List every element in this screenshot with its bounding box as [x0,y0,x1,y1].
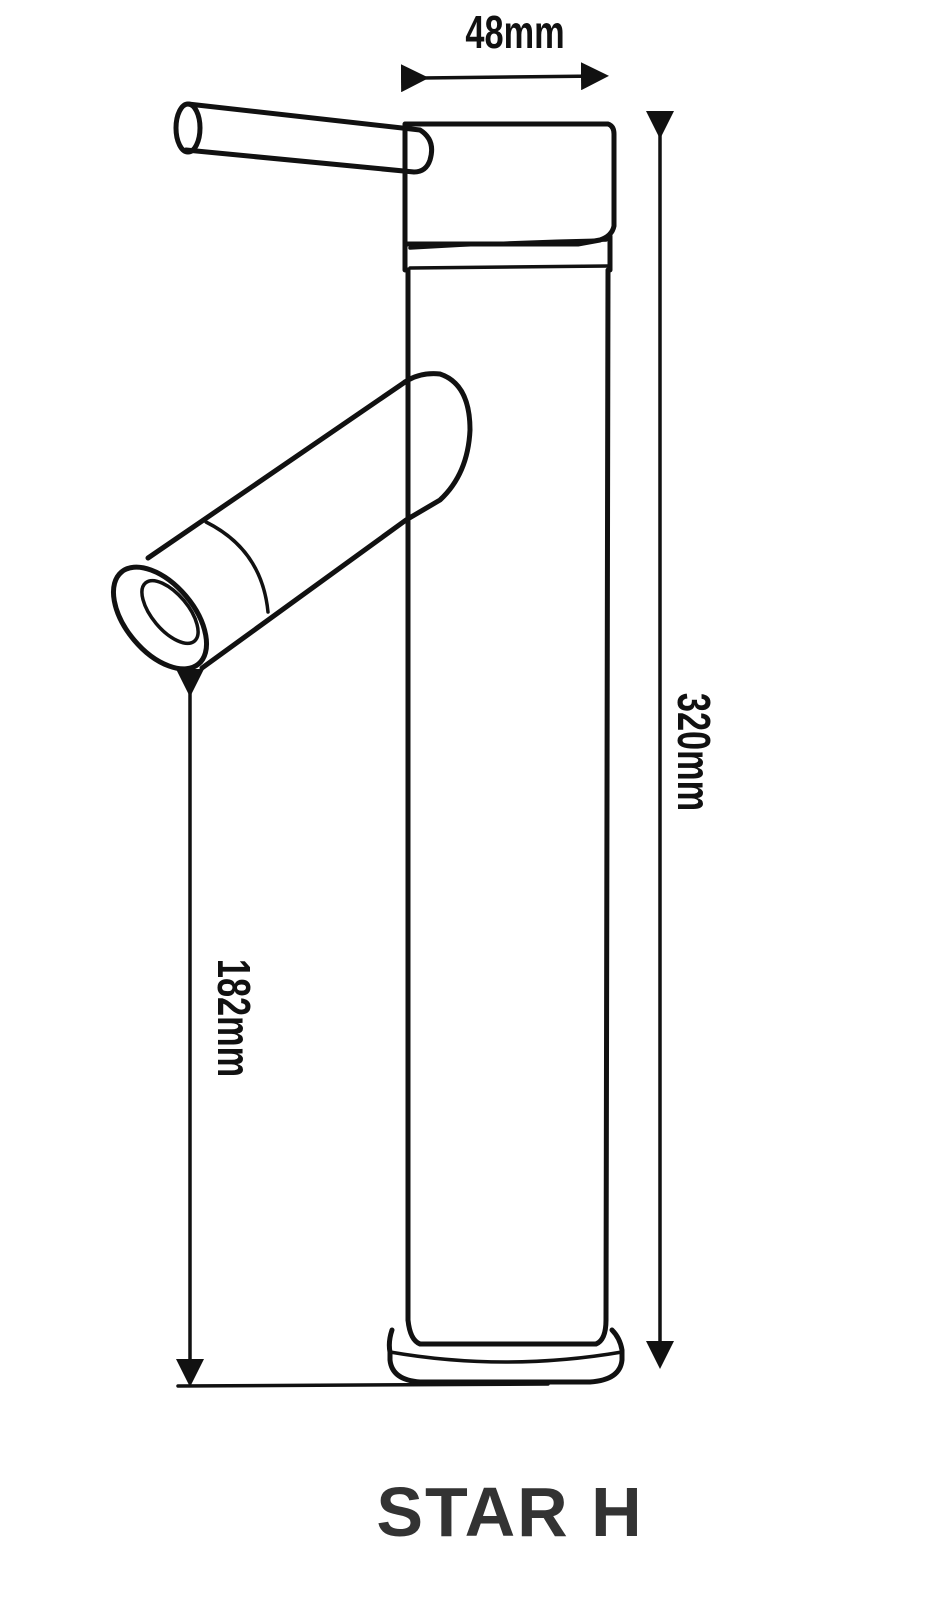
width-label: 48mm [465,6,564,58]
faucet-base [386,1327,625,1385]
spout-height-dimension: 182mm [176,669,550,1388]
spout-height-label: 182mm [208,959,260,1077]
width-dimension: 48mm [400,6,609,93]
mixer-head [402,121,617,273]
faucet-spout [110,371,473,672]
total-height-label: 320mm [668,693,720,811]
faucet-body [405,267,611,1347]
product-name: STAR H [376,1473,643,1551]
handle-lever [173,101,435,175]
total-height-dimension: 320mm [646,111,720,1369]
